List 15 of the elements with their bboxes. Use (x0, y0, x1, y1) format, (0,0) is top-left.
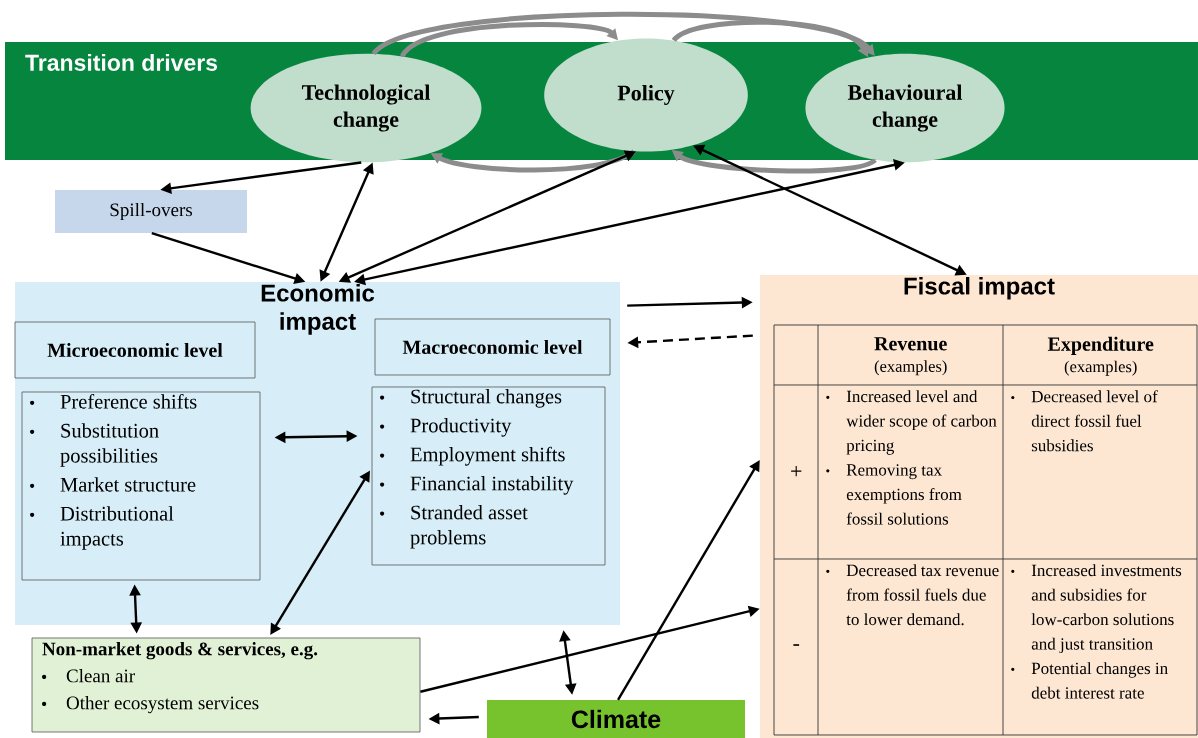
sign-symbol: + (791, 465, 802, 477)
sign-symbol: - (793, 644, 800, 646)
bullet-list: Increased investments and subsidies for low-carbon solutions and just transition Potential changes in debt interest rate (1011, 564, 1182, 699)
bullet-list: Decreased tax revenue from fossil fuels due to lower demand. (826, 564, 999, 626)
level-header: Microeconomic level (14, 321, 256, 379)
level-header: Macroeconomic level (374, 318, 611, 376)
bullet-list: Increased level and wider scope of carbon pricing Removing tax exemptions from fossil solutions (826, 390, 997, 525)
column-header: Revenue (examples) (874, 337, 947, 376)
bullet-list: Decreased level of direct fossil fuel subsidies (1011, 390, 1158, 452)
climate-box: Climate (487, 700, 745, 738)
spillover-box: Spill-overs (55, 190, 247, 233)
bullet-list-box: Structural changes Productivity Employment shifts Financial instability Stranded asset problems (371, 386, 606, 566)
goods-box: Non-market goods & services, e.g. Clean air Other ecosystem services (31, 637, 421, 733)
column-header: Expenditure (examples) (1047, 336, 1154, 376)
bullet-list-box: Preference shifts Substitution possibilities Market structure Distributional impacts (21, 391, 261, 581)
